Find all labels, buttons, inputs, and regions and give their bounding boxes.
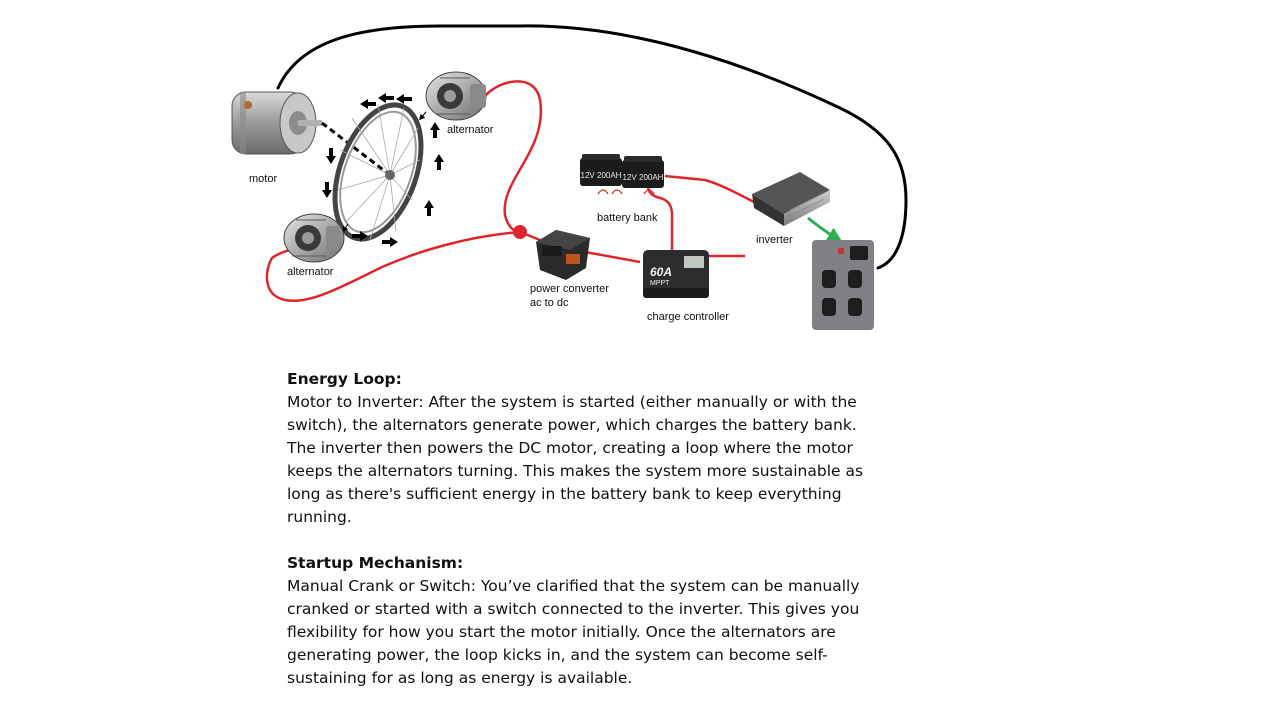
controller-type: MPPT [650, 280, 670, 287]
label-power-converter: power converter [530, 283, 609, 295]
red-wire-alternator-bottom [265, 230, 521, 303]
red-wire-controller-to-battery [646, 185, 674, 250]
power-converter-image [536, 230, 590, 280]
label-alternator-top: alternator [447, 124, 494, 136]
controller-amps: 60A [650, 265, 672, 279]
green-connection-arrow [807, 216, 843, 242]
black-wire [276, 24, 908, 270]
battery-spec-1: 12V 200AH [581, 171, 622, 180]
label-power-converter-sub: ac to dc [530, 297, 569, 309]
red-wire-converter-to-controller [584, 250, 641, 264]
rotation-arrows [322, 93, 444, 247]
belt-arrow-bottom [342, 223, 349, 233]
red-wire-alternator-top [485, 80, 543, 234]
section-body-startup: Manual Crank or Switch: You’ve clarified… [287, 577, 860, 687]
label-charge-controller: charge controller [647, 311, 729, 323]
motor-image [231, 91, 322, 155]
red-wire-to-converter [519, 230, 541, 242]
label-motor: motor [249, 173, 278, 185]
section-heading-startup: Startup Mechanism: [287, 554, 464, 572]
section-body-energy-loop: Motor to Inverter: After the system is s… [287, 393, 864, 526]
motor-shaft-link [321, 121, 391, 177]
alternator-bottom-image [283, 213, 345, 263]
section-heading-energy-loop: Energy Loop: [287, 370, 402, 388]
label-battery-bank: battery bank [597, 212, 658, 224]
battery-bank-image: 12V 200AH 12V 200AH [580, 154, 664, 195]
label-inverter: inverter [756, 234, 793, 246]
battery-spec-2: 12V 200AH [623, 173, 664, 182]
wall-outlet-image [812, 240, 874, 330]
red-wire-battery-to-inverter [664, 174, 757, 205]
inverter-image [752, 172, 830, 226]
label-alternator-bottom: alternator [287, 266, 334, 278]
belt-arrow-top [419, 111, 427, 121]
description-text: Energy Loop: Motor to Inverter: After th… [287, 368, 887, 690]
alternator-top-image [425, 71, 487, 121]
system-diagram: 12V 200AH 12V 200AH 60A MPPT [231, 24, 908, 330]
charge-controller-image: 60A MPPT [643, 250, 709, 298]
